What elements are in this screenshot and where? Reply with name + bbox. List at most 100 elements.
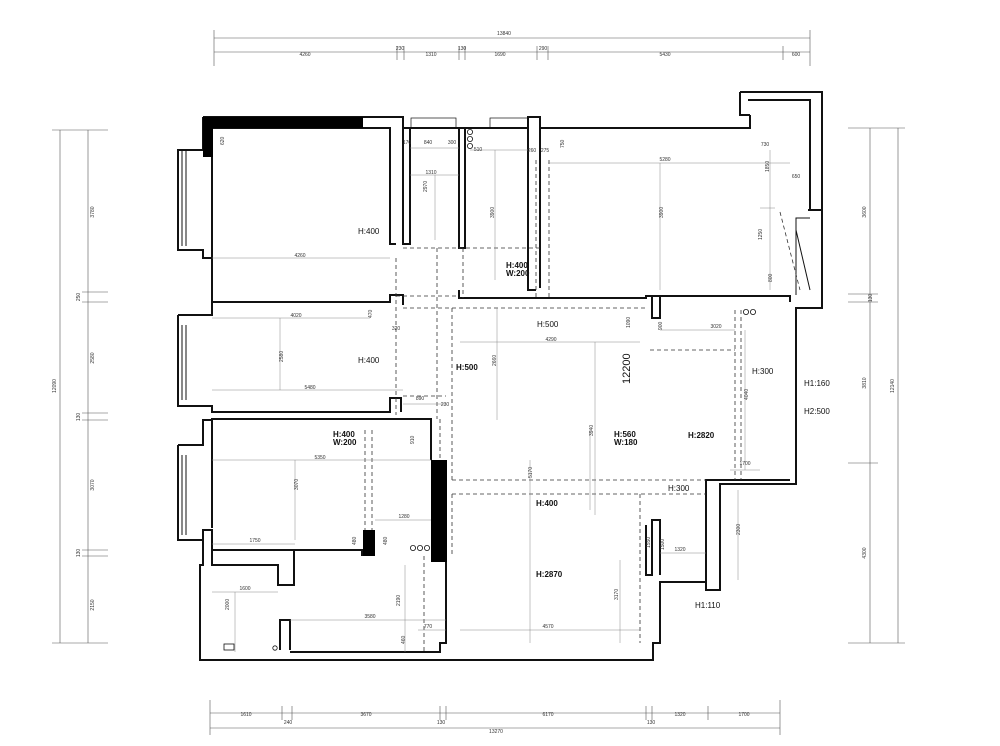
- downlight-icon: [466, 142, 473, 149]
- left-dim-seg: 2150: [90, 599, 96, 610]
- inner-dim: 470: [368, 309, 374, 318]
- bottom-dimension-chain: 1610 240 3670 130 6170 130 1320 1700 132…: [209, 700, 781, 735]
- left-dim-seg: 250: [76, 293, 82, 302]
- inner-dim: 3070: [294, 479, 300, 490]
- inner-dim: 750: [560, 139, 566, 148]
- inner-dim: 890: [416, 396, 425, 402]
- inner-dim: 320: [392, 326, 401, 332]
- inner-dim: 2190: [396, 595, 402, 606]
- ceiling-height-label: H:400: [333, 430, 355, 439]
- right-total-dim: 12140: [890, 379, 896, 393]
- left-dim-seg: 3780: [90, 206, 96, 217]
- inner-dim: 770: [424, 624, 433, 630]
- bottom-dim-seg: 240: [284, 720, 293, 726]
- inner-dim: 5280: [659, 157, 670, 163]
- top-dim-seg: 130: [458, 46, 467, 52]
- ceiling-width-label: W:200: [506, 269, 530, 278]
- inner-dim: 3900: [490, 207, 496, 218]
- right-dim-seg: 3600: [862, 206, 868, 217]
- ceiling-width-label: W:180: [614, 438, 638, 447]
- inner-dim: 3940: [589, 425, 595, 436]
- inner-dim: 4290: [545, 337, 556, 343]
- inner-dim: 1750: [249, 538, 260, 544]
- inner-dim: 460: [401, 635, 407, 644]
- structural-columns: [203, 117, 447, 562]
- inner-dim: 840: [424, 140, 433, 146]
- inner-dim: 170: [403, 140, 412, 146]
- downlight-icon: [409, 545, 416, 552]
- top-dim-seg: 290: [539, 46, 548, 52]
- inner-dim: 3020: [710, 324, 721, 330]
- left-dim-seg: 3070: [90, 479, 96, 490]
- inner-dimensions: 620 4260 170 840 300 1310 2970 510 3900 …: [220, 136, 800, 644]
- bottom-dim-seg: 1320: [674, 712, 685, 718]
- inner-dim: 1700: [739, 461, 750, 467]
- left-total-dim: 12090: [52, 379, 58, 393]
- inner-dim: 2970: [423, 181, 429, 192]
- inner-dim: 620: [220, 136, 226, 145]
- right-dimension-chain: 3600 130 3810 4300 12140: [848, 127, 905, 644]
- downlight-icon: [423, 545, 430, 552]
- inner-dim: 4260: [294, 253, 305, 259]
- downlight-icon: [416, 545, 423, 552]
- bottom-dim-seg: 130: [647, 720, 656, 726]
- window-icon: [410, 117, 457, 129]
- total-height-label: 12200: [621, 353, 633, 384]
- ceiling-dashed-lines: [364, 160, 801, 652]
- inner-dim: 800: [768, 273, 774, 282]
- top-dim-seg: 4260: [299, 52, 310, 58]
- inner-dim: 230: [441, 402, 450, 408]
- downlight-icon: [743, 308, 750, 315]
- inner-dim: 275: [541, 148, 550, 154]
- inner-dim: 1500: [660, 539, 666, 550]
- inner-dim: 2660: [492, 355, 498, 366]
- bottom-dim-seg: 6170: [542, 712, 553, 718]
- downlight-icon: [750, 308, 757, 315]
- right-dim-seg: 4300: [862, 547, 868, 558]
- inner-dim: 480: [383, 536, 389, 545]
- inner-dim: 910: [410, 435, 416, 444]
- drain-icon: [272, 645, 278, 651]
- inner-dim: 1320: [674, 547, 685, 553]
- top-dim-seg: 5430: [659, 52, 670, 58]
- top-dim-seg: 230: [396, 46, 405, 52]
- ceiling-height-label: H:500: [537, 320, 559, 329]
- inner-dim: 5480: [304, 385, 315, 391]
- inner-dim: 3580: [364, 614, 375, 620]
- ceiling-height-label: H:400: [536, 499, 558, 508]
- bottom-dim-seg: 3670: [360, 712, 371, 718]
- right-dim-seg: 3810: [862, 377, 868, 388]
- inner-measure-lines: [212, 147, 790, 652]
- bottom-dim-seg: 130: [437, 720, 446, 726]
- inner-dim: 4020: [290, 313, 301, 319]
- inner-dim: 1550: [646, 537, 652, 548]
- left-dim-seg: 130: [76, 413, 82, 422]
- bottom-dim-seg: 1700: [738, 712, 749, 718]
- inner-dim: 2300: [736, 524, 742, 535]
- ceiling-width-label: W:200: [333, 438, 357, 447]
- inner-dim: 730: [761, 142, 770, 148]
- left-dim-seg: 2580: [90, 352, 96, 363]
- ceiling-height-label: H1:110: [695, 601, 721, 610]
- ceiling-height-label: H:400: [358, 356, 380, 365]
- right-dim-seg: 130: [868, 294, 874, 303]
- top-dimension-chain: 13840 4260 230 1310 130 1690 290 5430 60…: [213, 30, 811, 66]
- inner-dim: 5170: [528, 467, 534, 478]
- inner-dim: 900: [658, 321, 664, 330]
- ceiling-height-label: H:300: [668, 484, 690, 493]
- ceiling-height-label: H:300: [752, 367, 774, 376]
- ceiling-height-label: H:2820: [688, 431, 715, 440]
- top-dim-seg: 600: [792, 52, 801, 58]
- inner-dim: 2580: [279, 351, 285, 362]
- inner-dim: 1280: [398, 514, 409, 520]
- inner-dim: 3900: [659, 207, 665, 218]
- inner-dim: 4040: [744, 389, 750, 400]
- inner-dim: 1090: [626, 317, 632, 328]
- bottom-dim-seg: 1610: [240, 712, 251, 718]
- inner-dim: 300: [448, 140, 457, 146]
- inner-dim: 3170: [614, 589, 620, 600]
- ceiling-height-label: H:400: [506, 261, 528, 270]
- ceiling-height-label: H:560: [614, 430, 636, 439]
- inner-dim: 4570: [542, 624, 553, 630]
